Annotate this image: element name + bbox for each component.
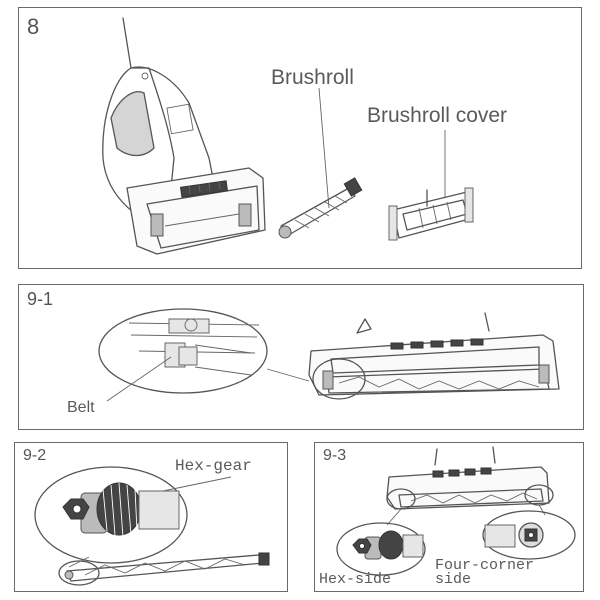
floor-head	[126, 167, 266, 255]
hex-gear-label: Hex-gear	[175, 457, 252, 475]
step-number-9-1: 9-1	[27, 289, 54, 309]
brushroll-cover-drawing	[388, 130, 474, 241]
hex-gear-zoom-callout	[34, 466, 232, 568]
hex-side-callout	[336, 522, 426, 576]
four-corner-side-callout	[482, 510, 576, 560]
step-number-9-2: 9-2	[23, 447, 47, 464]
four-corner-label-line-2: side	[435, 571, 472, 588]
step-9-2-illustration	[34, 466, 270, 586]
brushroll-drawing	[58, 552, 270, 586]
step-9-3-illustration	[336, 446, 576, 576]
brushroll-drawing	[278, 87, 363, 239]
floor-head-bottom	[386, 446, 554, 526]
step-number-8: 8	[27, 14, 40, 39]
step-number-9-3: 9-3	[323, 447, 347, 464]
step-8-illustration	[102, 17, 474, 255]
panel-step-9-2: 9-2 Hex-gear	[14, 442, 288, 592]
step-9-1-illustration	[98, 308, 560, 402]
panel-step-8: 8 Brushroll Brushroll cover	[18, 7, 582, 269]
vacuum-body	[102, 17, 215, 219]
brushroll-cover-label: Brushroll cover	[367, 104, 508, 127]
four-corner-label-line-1: Four-corner	[435, 557, 535, 574]
belt-zoom-callout	[98, 308, 310, 402]
brushroll-label: Brushroll	[271, 66, 354, 89]
four-corner-side-label: Four-corner side	[435, 557, 535, 588]
panel-step-9-1: 9-1 Belt	[18, 284, 584, 430]
belt-label: Belt	[67, 399, 95, 416]
floor-head-open	[308, 312, 560, 400]
panel-step-9-3: 9-3 Hex-side Four-corner side	[314, 442, 584, 592]
